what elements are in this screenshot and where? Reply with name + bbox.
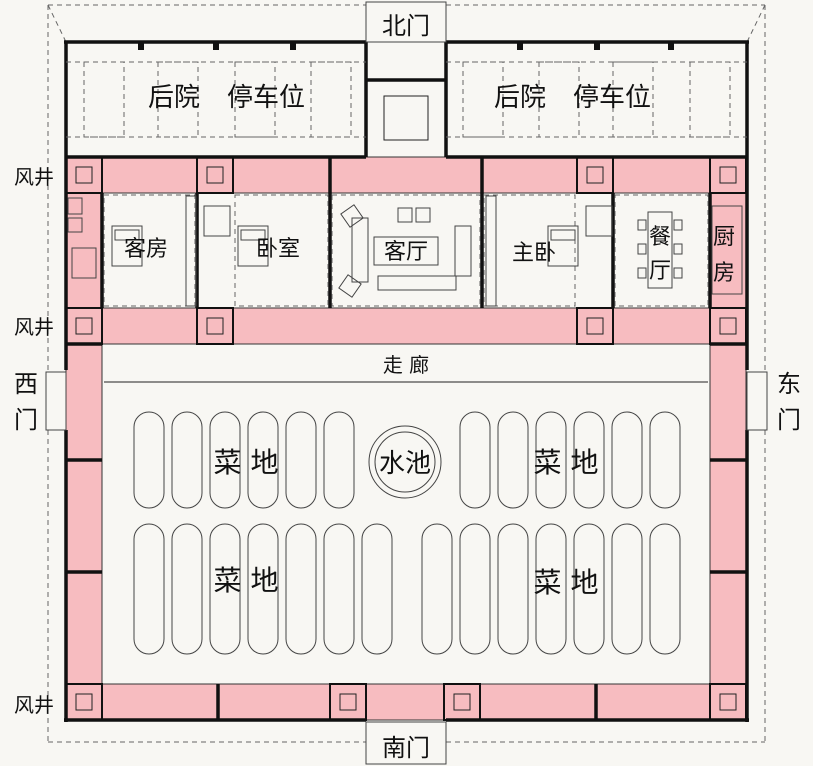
site-boundary [47, 4, 766, 743]
pillar [65, 683, 103, 721]
airwell-label-top: 风井 [14, 165, 54, 189]
bedroom-label: 卧室 [256, 237, 300, 262]
pillar [576, 156, 614, 194]
bed-icon [547, 225, 579, 267]
pillar [709, 307, 747, 345]
black-walls [64, 40, 749, 722]
vegetable-label-br: 菜 地 [534, 566, 599, 599]
pillars [65, 156, 747, 721]
dining-label-2: 厅 [649, 259, 671, 284]
west-gate-label-1: 西 [14, 370, 38, 398]
bed-icon [237, 225, 269, 267]
living-room-label: 客厅 [384, 240, 428, 265]
vegetable-label-bl: 菜 地 [214, 564, 279, 597]
kitchen-label-1: 厨 [713, 225, 735, 250]
pillar [65, 156, 103, 194]
east-gate-label-2: 门 [777, 406, 801, 434]
vegetable-beds [133, 411, 681, 655]
pillar [576, 307, 614, 345]
south-gate-label: 南门 [382, 734, 430, 762]
west-gate-label-2: 门 [14, 406, 38, 434]
guest-room-label: 客房 [124, 237, 168, 262]
airwell-label-bottom: 风井 [14, 693, 54, 717]
east-gate-label-1: 东 [777, 370, 801, 398]
wardrobe-icon [485, 195, 613, 307]
pillar [709, 683, 747, 721]
bed-icon [111, 225, 143, 267]
sofa-icon [338, 204, 472, 298]
dining-table-icon [637, 211, 683, 289]
room-interiors [67, 193, 743, 308]
parking-label-right: 停车位 [573, 83, 651, 113]
vegetable-label-tl: 菜 地 [214, 446, 279, 479]
corridor-label: 走 廊 [383, 353, 429, 377]
pond-label: 水池 [379, 449, 431, 479]
parking-stalls [66, 42, 747, 141]
airwell-label-mid: 风井 [14, 315, 54, 339]
pond [368, 425, 442, 499]
toilet-icon [67, 197, 97, 279]
pillar [196, 156, 234, 194]
pillar [196, 307, 234, 345]
pillar [329, 683, 367, 721]
labels: 北门 南门 西 门 东 门 后院 停车位 后院 停车位 风井 风井 风井 客房 … [14, 12, 801, 762]
pillar [709, 156, 747, 194]
master-bedroom-label: 主卧 [512, 241, 556, 266]
parking-label-left: 停车位 [227, 83, 305, 113]
backyard-label-right: 后院 [494, 83, 546, 113]
pillar [443, 683, 481, 721]
kitchen-label-2: 房 [713, 261, 735, 286]
north-gate-label: 北门 [382, 12, 430, 40]
kitchen-counter [711, 205, 743, 295]
gates [45, 1, 768, 765]
wardrobe-icon [185, 195, 231, 307]
pillar [65, 307, 103, 345]
dining-label-1: 餐 [649, 225, 671, 250]
backyard-label-left: 后院 [148, 83, 200, 113]
vegetable-label-tr: 菜 地 [534, 446, 599, 479]
